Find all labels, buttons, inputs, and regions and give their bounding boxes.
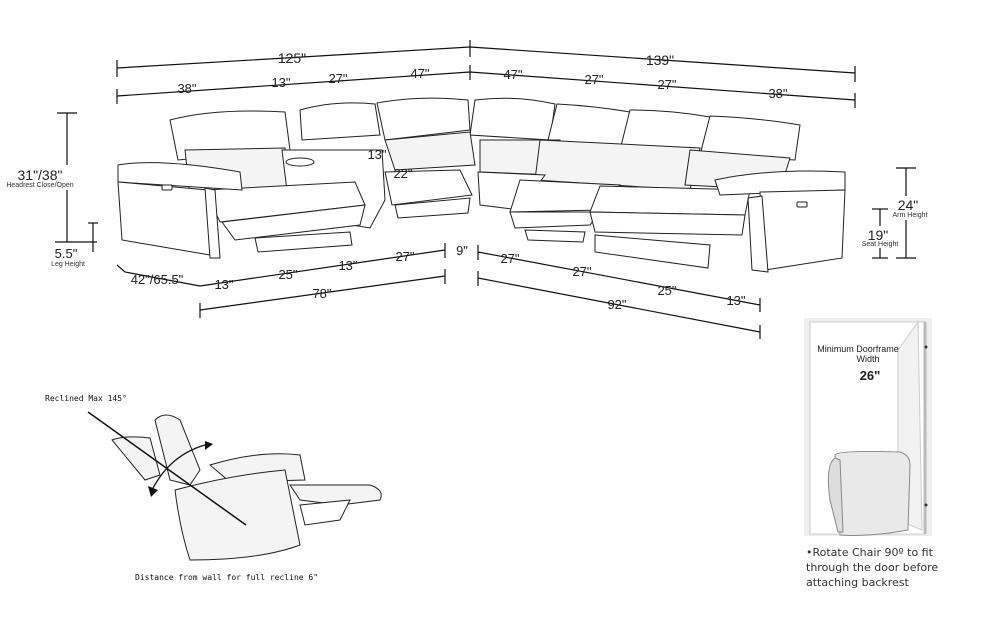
dim-segment: 13" [271,75,290,90]
doorframe-illustration: Minimum Doorframe Width 26" •Rotate Chai… [804,318,938,589]
dim-leg: 5.5" [55,246,78,261]
dim-seat: 19" [868,227,889,243]
dim-bottom-right: 27" [500,251,519,266]
dim-bottom-left: 25" [278,267,297,282]
doorframe-note-line: attaching backrest [806,576,910,589]
dim-segment: 27" [657,77,676,92]
dim-arm-label: Arm Height [892,212,927,219]
dim-total-right: 139" [646,52,674,68]
dim-segment: 27" [584,72,603,87]
dim-left-total: 78" [312,286,331,301]
dim-gap: 9" [456,243,468,258]
dim-segment: 27" [328,71,347,86]
dimension-lines [55,40,916,339]
dim-segment: 38" [768,86,787,101]
dim-right-total: 92" [607,297,626,312]
dim-bottom-left: 13" [214,277,233,292]
sectional-sofa-drawing [117,97,846,273]
dim-seat-depth: 22" [393,166,412,181]
doorframe-title-line1: Minimum Doorframe [817,344,899,354]
recliner-illustration: Reclined Max 145° Distance from wall for… [45,394,382,582]
dim-height-label: Headrest Close/Open [6,182,73,189]
dim-console-depth: 13" [367,147,386,162]
recline-caption: Distance from wall for full recline 6" [135,573,318,582]
recline-title: Reclined Max 145° [45,394,127,403]
doorframe-title-line2: Width [856,354,879,364]
dim-segment: 47" [410,66,429,81]
dim-bottom-left: 13" [338,258,357,273]
dim-segment: 47" [503,67,522,82]
dim-arm: 24" [898,197,919,213]
dim-leg-label: Leg Height [51,261,85,268]
doorframe-note-line: •Rotate Chair 90º to fit [806,546,934,559]
doorframe-width: 26" [860,368,881,383]
dim-bottom-right: 25" [657,283,676,298]
dim-depth: 42"/65.5" [131,272,184,287]
dim-bottom-right: 13" [726,293,745,308]
dim-bottom-left: 27" [395,249,414,264]
dim-segment: 38" [177,81,196,96]
dim-height: 31"/38" [18,167,63,183]
dimension-labels: 125" 139" 38" 13" 27" 47" 47" 27" 27" 38… [6,50,927,312]
dim-seat-label: Seat Height [862,241,899,248]
dim-total-left: 125" [278,50,306,66]
doorframe-note-line: through the door before [806,561,938,574]
dim-bottom-right: 27" [572,264,591,279]
